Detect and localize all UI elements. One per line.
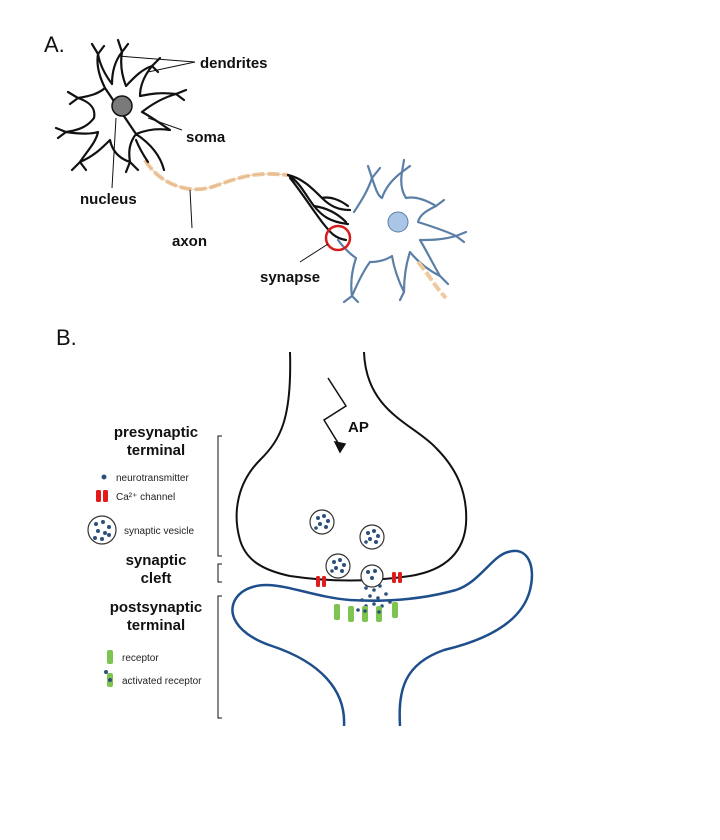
legend-neurotransmitter-icon — [101, 474, 107, 480]
presynaptic-label-2: terminal — [127, 442, 185, 459]
legend-synaptic-vesicle: synaptic vesicle — [124, 526, 194, 537]
legend-activated-receptor: activated receptor — [122, 676, 202, 687]
legend-receptor-icon — [107, 650, 113, 664]
vesicle — [309, 509, 335, 535]
vesicle — [325, 553, 351, 579]
cleft-label-2: cleft — [141, 570, 172, 587]
leader-lines-a — [111, 55, 329, 263]
receptors — [334, 602, 398, 622]
postsynaptic-label-1: postsynaptic — [110, 599, 203, 616]
vesicle — [359, 524, 385, 550]
legend-ca-channel-icon — [96, 490, 108, 502]
label-dendrites: dendrites — [200, 55, 268, 72]
presynaptic-label-1: presynaptic — [114, 424, 198, 441]
ap-label: AP — [348, 419, 369, 436]
nucleus-gray — [111, 95, 133, 117]
legend-ca-channel: Ca²⁺ channel — [116, 492, 175, 503]
panel-b: B. AP — [56, 325, 534, 727]
label-soma: soma — [186, 129, 226, 146]
postsynaptic-membrane — [231, 549, 534, 727]
vesicles — [309, 509, 385, 588]
axon-line — [143, 158, 289, 192]
second-axon — [416, 260, 448, 300]
panel-a: A. — [44, 32, 468, 304]
presynaptic-neuron — [54, 38, 352, 242]
panel-a-letter: A. — [44, 32, 65, 57]
label-axon: axon — [172, 233, 207, 250]
ap-arrow — [322, 377, 348, 454]
postsynaptic-label-2: terminal — [127, 617, 185, 634]
axon-outline — [144, 159, 289, 190]
postsynaptic-neuron — [336, 158, 468, 304]
panel-b-letter: B. — [56, 325, 77, 350]
brackets — [217, 435, 222, 719]
legend-receptor: receptor — [122, 653, 159, 664]
ca-channels — [316, 572, 402, 587]
nucleus-blue — [387, 211, 409, 233]
label-synapse: synapse — [260, 269, 320, 286]
legend-vesicle-dots — [93, 520, 111, 541]
synapse-circle — [324, 224, 352, 252]
legend: neurotransmitter Ca²⁺ channel synaptic v… — [87, 473, 202, 687]
cleft-label-1: synaptic — [126, 552, 187, 569]
label-nucleus: nucleus — [80, 191, 137, 208]
presynaptic-membrane — [235, 351, 468, 582]
legend-neurotransmitter: neurotransmitter — [116, 473, 189, 484]
vesicle-dots — [314, 514, 392, 612]
activated-receptor-dots — [363, 609, 381, 614]
